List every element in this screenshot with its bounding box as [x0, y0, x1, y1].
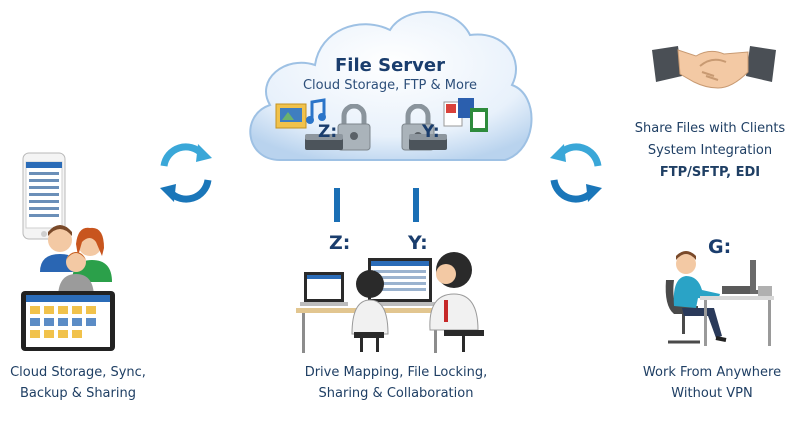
- server-title: File Server: [335, 55, 445, 76]
- right-top-line2: System Integration: [647, 143, 773, 158]
- right-drive-g: G:: [708, 236, 732, 258]
- left-caption-line1: Cloud Storage, Sync,: [10, 365, 146, 380]
- people-group-icon: [40, 225, 112, 298]
- office-desk-scene: [296, 252, 484, 353]
- right-top-line3: FTP/SFTP, EDI: [659, 165, 761, 180]
- sync-arrows-icon: [160, 143, 212, 203]
- center-caption: Drive Mapping, File Locking, Sharing & C…: [280, 362, 512, 404]
- connector-line-z: [334, 188, 340, 222]
- phone-icon: [22, 152, 66, 240]
- right-bottom-line1: Work From Anywhere: [642, 365, 782, 380]
- remote-worker-scene: [665, 251, 774, 346]
- right-top-line1: Share Files with Clients: [634, 121, 786, 136]
- server-drive-z: Z:: [318, 122, 338, 142]
- center-caption-line1: Drive Mapping, File Locking,: [304, 365, 488, 380]
- center-caption-line2: Sharing & Collaboration: [318, 386, 474, 401]
- person-icon: [429, 252, 484, 352]
- right-bottom-caption: Work From Anywhere Without VPN: [622, 362, 800, 404]
- left-caption-line2: Backup & Sharing: [20, 386, 136, 401]
- hard-drive-icon: [409, 134, 447, 150]
- tablet-icon: [21, 291, 115, 351]
- right-top-caption: Share Files with Clients System Integrat…: [620, 118, 800, 184]
- server-subtitle: Cloud Storage, FTP & More: [302, 78, 478, 93]
- handshake-icon: [652, 46, 776, 89]
- server-drive-y: Y:: [422, 122, 440, 142]
- center-drive-y: Y:: [408, 232, 428, 254]
- image-folder-icon: [275, 103, 307, 129]
- hard-drive-icon: [305, 134, 343, 150]
- connector-line-y: [413, 188, 419, 222]
- laptop-icon: [300, 272, 348, 306]
- file-server-cloud: File Server Cloud Storage, FTP & More Z:…: [240, 0, 540, 175]
- center-drive-z: Z:: [329, 232, 351, 254]
- right-bottom-line2: Without VPN: [671, 386, 753, 401]
- document-files-icon: [443, 98, 488, 132]
- sync-arrows-icon: [550, 143, 602, 203]
- person-icon: [351, 270, 389, 352]
- music-note-icon: [306, 98, 326, 124]
- left-caption: Cloud Storage, Sync, Backup & Sharing: [0, 362, 156, 404]
- lock-icon: [337, 104, 371, 151]
